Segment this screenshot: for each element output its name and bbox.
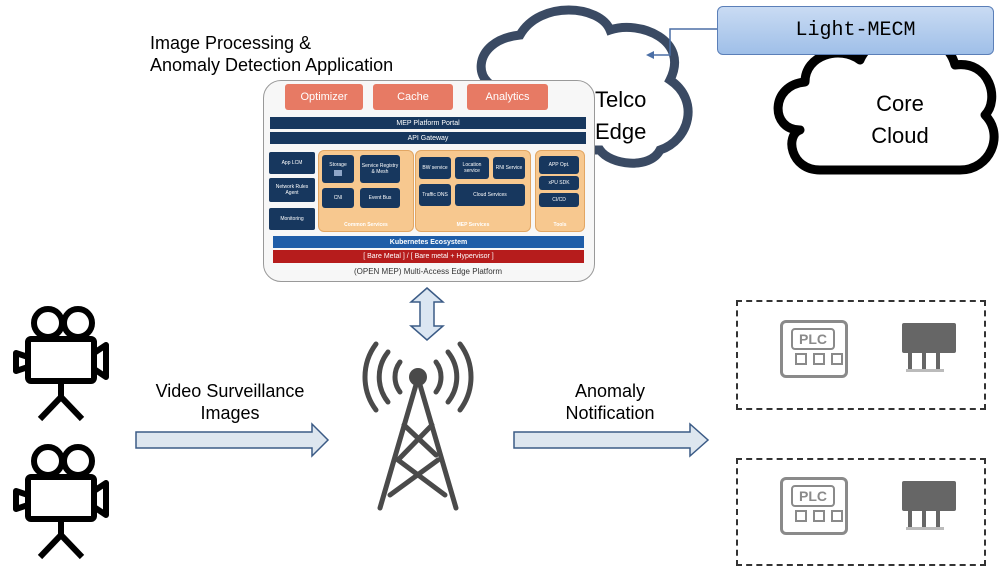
telco-edge-label: Telco Edge (595, 84, 665, 148)
ci-cd: CI/CD (539, 193, 579, 207)
location-service: Location service (455, 157, 489, 179)
bare-metal-bar: [ Bare Metal ] / [ Bare metal + Hypervis… (273, 250, 584, 263)
app-title: Image Processing & Anomaly Detection App… (150, 32, 470, 76)
telco-edge-line-1: Telco (595, 87, 647, 112)
xpu-sdk: xPU SDK (539, 176, 579, 190)
plc-io (795, 510, 807, 522)
analytics-button[interactable]: Analytics (467, 84, 548, 110)
traffic-dns: Traffic DNS (419, 184, 451, 206)
plc-io (831, 353, 843, 365)
plc-label-2: PLC (791, 485, 835, 507)
api-gateway: API Gateway (270, 132, 586, 144)
optimizer-button[interactable]: Optimizer (285, 84, 363, 110)
plc-icon: PLC (780, 320, 848, 378)
app-lcm: App LCM (269, 152, 315, 174)
anomaly-arrow (513, 422, 710, 458)
radio-tower-top (409, 368, 427, 386)
video-surveillance-label: Video Surveillance Images (125, 380, 335, 424)
plc-io-row-2 (795, 510, 843, 522)
monitoring: Monitoring (269, 208, 315, 230)
video-arrow (135, 422, 330, 458)
telco-edge-cloud-icon (476, 5, 693, 168)
plc-io (795, 353, 807, 365)
common-services-label: Common Services (344, 222, 388, 228)
kubernetes-ecosystem: Kubernetes Ecosystem (273, 236, 584, 248)
mep-services-label: MEP Services (456, 222, 490, 228)
video-label-line-1: Video Surveillance (155, 381, 305, 401)
plc-io (831, 510, 843, 522)
plc-io (813, 353, 825, 365)
storage: Storage (322, 155, 354, 183)
network-rules-agent: Network Rules Agent (269, 178, 315, 202)
core-cloud-line-2: Cloud (871, 123, 929, 148)
anomaly-label-line-2: Notification (565, 403, 655, 423)
storage-label: Storage (329, 162, 347, 168)
device-box-2 (736, 458, 986, 566)
tools-label: Tools (553, 222, 567, 228)
core-cloud-icon (773, 29, 999, 175)
cloud-services: Cloud Services (455, 184, 525, 206)
relay-icon-2 (902, 481, 956, 530)
cni: CNI (322, 188, 354, 208)
event-bus: Event Bus (360, 188, 400, 208)
bw-service: BW service (419, 157, 451, 179)
video-camera-icon-2 (13, 444, 109, 560)
plc-io-row (795, 353, 843, 365)
app-opt: APP Opt. (539, 156, 579, 174)
double-arrow-icon (409, 287, 445, 341)
radio-tower-icon (362, 341, 474, 511)
telco-edge-line-2: Edge (595, 119, 647, 144)
mep-caption: (OPEN MEP) Multi-Access Edge Platform (353, 267, 503, 276)
relay-icon (902, 323, 956, 372)
app-title-line-2: Anomaly Detection Application (150, 55, 394, 75)
service-registry-mesh: Service Registry & Mesh (360, 155, 400, 183)
video-camera-icon (13, 306, 109, 422)
core-cloud-label: Core Cloud (845, 88, 955, 152)
video-label-line-2: Images (200, 403, 260, 423)
rni-service: RNI Service (493, 157, 525, 179)
plc-io (813, 510, 825, 522)
mecm-connector-arrowhead (646, 51, 654, 59)
app-title-line-1: Image Processing & (150, 33, 312, 53)
mep-platform-portal: MEP Platform Portal (270, 117, 586, 129)
mecm-connector (648, 28, 717, 56)
plc-label: PLC (791, 328, 835, 350)
anomaly-label-line-1: Anomaly (574, 381, 646, 401)
plc-icon-2: PLC (780, 477, 848, 535)
cache-button[interactable]: Cache (373, 84, 453, 110)
device-box-1 (736, 300, 986, 410)
anomaly-notification-label: Anomaly Notification (525, 380, 695, 424)
light-mecm-box[interactable]: Light-MECM (717, 6, 994, 55)
storage-icon (334, 170, 342, 176)
core-cloud-line-1: Core (876, 91, 924, 116)
